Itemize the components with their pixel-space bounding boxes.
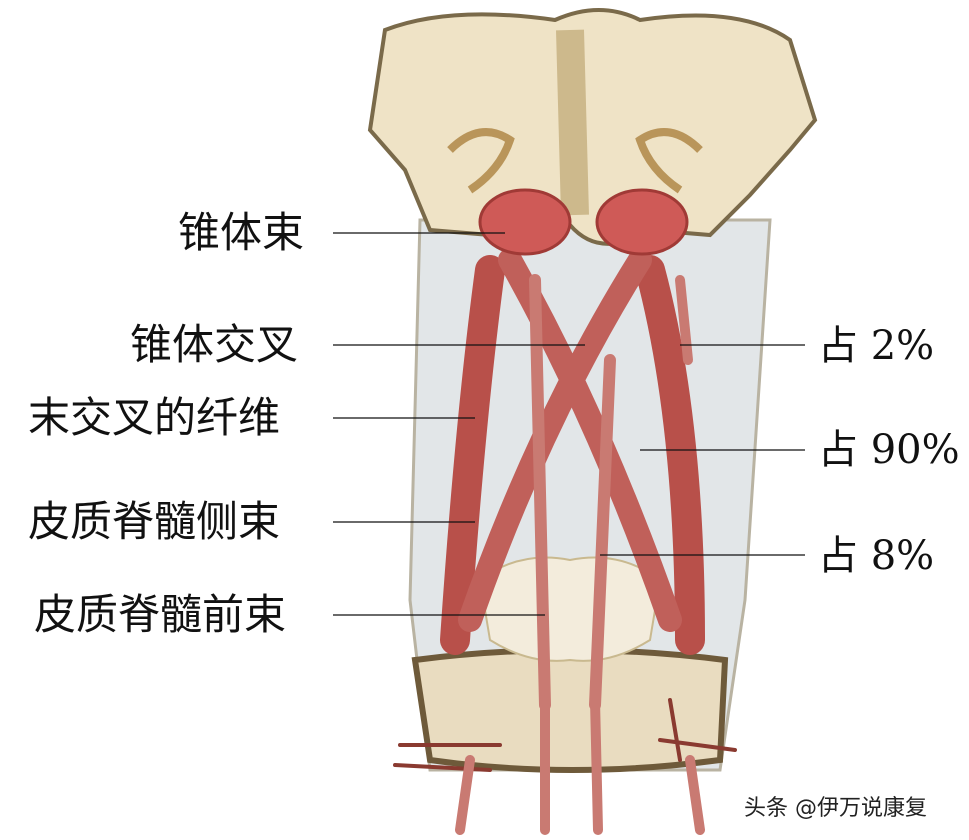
label-pyramidal-tract: 锥体束 bbox=[178, 208, 305, 257]
anterior-tract-left bbox=[529, 274, 551, 711]
medulla-section bbox=[367, 8, 818, 248]
label-2-percent: 占 2% bbox=[818, 323, 935, 369]
root-right bbox=[658, 698, 737, 762]
olive-right bbox=[635, 128, 703, 194]
decussation-b bbox=[458, 248, 652, 632]
descending-left bbox=[455, 695, 550, 835]
lateral-tract-right bbox=[635, 255, 705, 655]
leader-lines bbox=[333, 232, 805, 616]
root-left bbox=[393, 743, 502, 772]
pyramid-right bbox=[595, 188, 689, 256]
median-raphe bbox=[556, 29, 589, 216]
olive-left bbox=[447, 128, 515, 194]
gray-matter bbox=[478, 556, 662, 662]
lateral-tract-left bbox=[440, 255, 505, 655]
descending-right bbox=[590, 695, 705, 835]
label-anterior-corticospinal-tract: 皮质脊髓前束 bbox=[34, 590, 287, 639]
label-90-percent: 占 90% bbox=[818, 427, 960, 473]
label-8-percent: 占 8% bbox=[818, 533, 935, 579]
watermark: 头条 @伊万说康复 bbox=[744, 796, 927, 821]
label-uncrossed-fibers: 末交叉的纤维 bbox=[28, 393, 281, 442]
anterior-tract-right bbox=[589, 354, 616, 711]
label-lateral-corticospinal-tract: 皮质脊髓侧束 bbox=[28, 497, 281, 546]
pyramid-left bbox=[478, 188, 572, 256]
label-pyramidal-decussation: 锥体交叉 bbox=[130, 320, 299, 369]
tracts bbox=[393, 248, 737, 835]
uncrossed-fibers bbox=[675, 275, 693, 365]
